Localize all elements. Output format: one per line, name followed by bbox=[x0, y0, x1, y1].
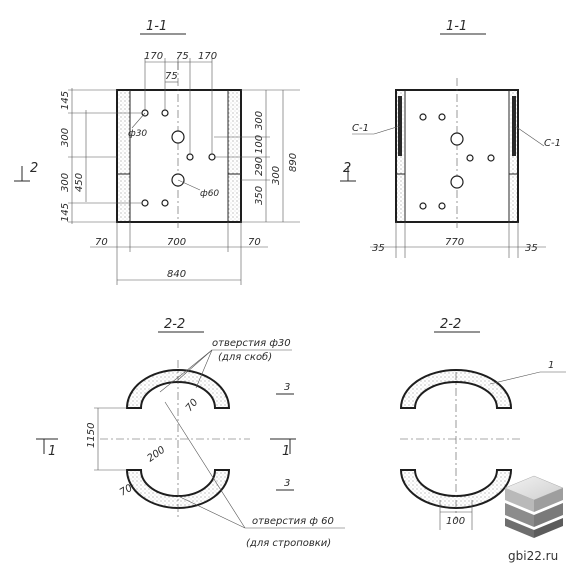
section-2-2-right: 2-2 1 100 bbox=[399, 317, 566, 530]
hole-small bbox=[438, 202, 446, 210]
dim-left-3: 300 bbox=[60, 173, 71, 192]
dim-plan-height: 1150 bbox=[86, 423, 97, 448]
hole-large bbox=[450, 175, 464, 189]
dim-top-inner: 75 bbox=[165, 71, 178, 82]
dim-plan-width: 100 bbox=[446, 516, 465, 527]
hole-large-label: ф60 bbox=[200, 189, 219, 199]
hole-small bbox=[419, 113, 427, 121]
callout-c1-left: С-1 bbox=[352, 123, 369, 134]
note-holes-30: отверстия ф30 bbox=[212, 338, 291, 349]
section-title-top-right: 1-1 bbox=[446, 19, 467, 34]
hole-small bbox=[161, 199, 169, 207]
marker-1-left: 1 bbox=[48, 444, 56, 459]
hole-small bbox=[419, 202, 427, 210]
marker-1-right: 1 bbox=[282, 444, 290, 459]
dim-bottom-2: 700 bbox=[167, 237, 186, 248]
dim-left-1: 145 bbox=[60, 91, 71, 110]
bracket-c1-right bbox=[512, 96, 516, 156]
marker-2-right: 2 bbox=[343, 161, 351, 176]
marker-3-bottom: 3 bbox=[284, 478, 290, 489]
dim-left-2: 300 bbox=[60, 128, 71, 147]
site-logo bbox=[504, 475, 564, 538]
dim-right-total: 890 bbox=[288, 153, 299, 172]
dim-right-3: 290 bbox=[254, 157, 265, 176]
dim-right-2: 100 bbox=[254, 135, 265, 154]
note-holes-60: отверстия ф 60 bbox=[252, 516, 334, 527]
section-1-1-right: 1-1 С-1 С-1 35 770 35 bbox=[340, 19, 561, 258]
ring-half-top bbox=[401, 370, 511, 408]
site-watermark-text: gbi22.ru bbox=[508, 549, 558, 563]
section-title-bottom-left: 2-2 bbox=[164, 317, 185, 332]
ring-half-bottom bbox=[127, 470, 229, 508]
section-1-1-left: 1-1 ф30 ф60 170 75 17 bbox=[14, 19, 300, 285]
dim-r-bottom-3: 35 bbox=[525, 243, 538, 254]
note-holes-60-purpose: (для строповки) bbox=[246, 538, 331, 549]
hole-small bbox=[141, 199, 149, 207]
dim-bottom-1: 70 bbox=[95, 237, 108, 248]
dim-left-4: 450 bbox=[74, 173, 85, 192]
dim-right-1: 300 bbox=[254, 111, 265, 130]
dim-r-bottom-1: 35 bbox=[372, 243, 385, 254]
hole-small bbox=[466, 154, 474, 162]
ring-half-top bbox=[127, 370, 229, 408]
section-title-top-left: 1-1 bbox=[146, 19, 167, 34]
callout-item-1: 1 bbox=[548, 360, 554, 371]
hole-small bbox=[487, 154, 495, 162]
note-holes-30-purpose: (для скоб) bbox=[218, 351, 272, 363]
hole-small bbox=[186, 153, 194, 161]
wall-left-hatch bbox=[117, 90, 130, 222]
dim-top-2: 75 bbox=[176, 51, 189, 62]
dim-left-5: 145 bbox=[60, 203, 71, 222]
wall-right-hatch bbox=[228, 90, 241, 222]
hole-small-label: ф30 bbox=[128, 129, 147, 139]
dim-top-1: 170 bbox=[144, 51, 163, 62]
hole-small bbox=[161, 109, 169, 117]
marker-3-top: 3 bbox=[284, 382, 290, 393]
dim-bottom-total: 840 bbox=[167, 269, 186, 280]
ring-elevation-outline bbox=[116, 89, 242, 223]
section-2-2-left: 2-2 отверстия ф30 (для скоб) отверстия ф… bbox=[36, 317, 345, 549]
dim-r-bottom-2: 770 bbox=[445, 237, 464, 248]
dim-right-5: 300 bbox=[271, 166, 282, 185]
dim-right-4: 350 bbox=[254, 186, 265, 205]
callout-c1-right: С-1 bbox=[544, 138, 561, 149]
section-title-bottom-right: 2-2 bbox=[440, 317, 461, 332]
hole-large bbox=[171, 130, 185, 144]
dim-plan-radius: 200 bbox=[145, 444, 167, 464]
hole-small bbox=[438, 113, 446, 121]
dim-top-3: 170 bbox=[198, 51, 217, 62]
marker-2-left: 2 bbox=[30, 161, 38, 176]
dim-bottom-3: 70 bbox=[248, 237, 261, 248]
ring-half-bottom bbox=[401, 470, 511, 508]
dim-plan-thk-top: 70 bbox=[184, 397, 201, 414]
hole-large bbox=[450, 132, 464, 146]
